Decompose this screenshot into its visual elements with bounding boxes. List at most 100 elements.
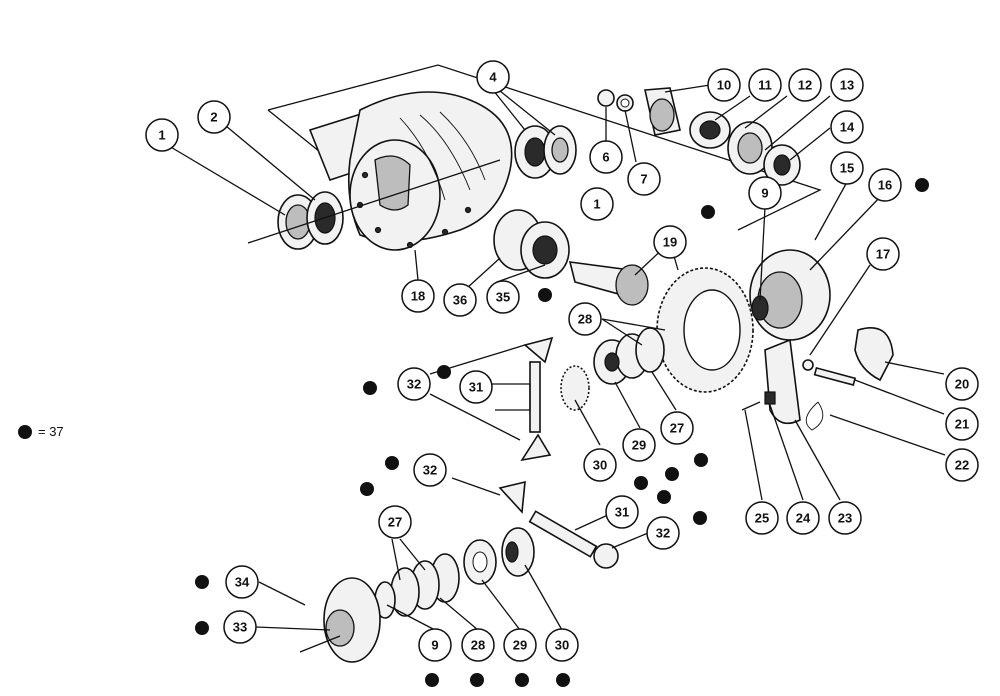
svg-text:2: 2: [210, 110, 217, 125]
callout-29b: 29: [503, 628, 537, 662]
svg-text:17: 17: [876, 247, 890, 262]
callout-34: 34: [225, 565, 259, 599]
svg-text:4: 4: [489, 70, 497, 85]
bearing-cup-cone-4: [514, 125, 577, 179]
drive-pinion-19: [568, 261, 649, 306]
marker-dot: [657, 490, 671, 504]
callout-22: 22: [945, 448, 979, 482]
callout-27b: 27: [378, 505, 412, 539]
marker-dot: [195, 621, 209, 635]
svg-text:22: 22: [955, 458, 969, 473]
callout-30: 30: [583, 448, 617, 482]
callout-36: 36: [443, 283, 477, 317]
svg-text:23: 23: [838, 511, 852, 526]
marker-dot: [470, 673, 484, 687]
side-gear-30-upper: [560, 365, 590, 411]
svg-text:9: 9: [761, 186, 768, 201]
marker-dot: [634, 476, 648, 490]
callout-20: 20: [945, 367, 979, 401]
callout-13: 13: [830, 68, 864, 102]
side-gear-30-lower: [501, 527, 535, 577]
callout-14: 14: [830, 110, 864, 144]
svg-text:24: 24: [796, 511, 811, 526]
marker-dot: [693, 511, 707, 525]
callout-16: 16: [868, 168, 902, 202]
svg-text:7: 7: [640, 172, 647, 187]
marker-dot: [363, 381, 377, 395]
marker-dot: [437, 365, 451, 379]
callout-1: 1: [145, 118, 179, 152]
marker-dot: [665, 467, 679, 481]
svg-text:9: 9: [431, 638, 438, 653]
callout-28b: 28: [461, 628, 495, 662]
svg-text:1: 1: [158, 128, 165, 143]
marker-dot: [556, 673, 570, 687]
svg-text:30: 30: [593, 458, 607, 473]
callout-7: 7: [627, 162, 661, 196]
marker-dot: [425, 673, 439, 687]
marker-dot: [538, 288, 552, 302]
callout-9b: 9: [418, 628, 452, 662]
svg-text:31: 31: [615, 505, 629, 520]
svg-text:16: 16: [878, 178, 892, 193]
differential-housing: [308, 91, 513, 251]
pinion-mates-upper: [520, 336, 554, 462]
svg-text:28: 28: [578, 312, 592, 327]
legend: = 37: [18, 424, 64, 439]
svg-text:18: 18: [411, 289, 425, 304]
callout-32: 32: [397, 367, 431, 401]
svg-text:15: 15: [840, 161, 854, 176]
callout-18: 18: [401, 279, 435, 313]
callout-10: 10: [707, 68, 741, 102]
svg-text:21: 21: [955, 417, 969, 432]
marker-dot: [701, 205, 715, 219]
svg-text:35: 35: [496, 290, 510, 305]
svg-text:27: 27: [670, 421, 684, 436]
callout-1b: 1: [580, 187, 614, 221]
leader-lines: [163, 84, 946, 631]
legend-text: = 37: [38, 424, 64, 439]
bearing-adjuster-left: [277, 191, 344, 250]
callout-11: 11: [748, 68, 782, 102]
ring-gear: [656, 267, 754, 393]
svg-text:27: 27: [388, 515, 402, 530]
svg-text:11: 11: [758, 78, 772, 93]
svg-text:33: 33: [233, 620, 247, 635]
pinion-mates-lower: [498, 480, 619, 569]
callout-6: 6: [589, 140, 623, 174]
svg-text:30: 30: [555, 638, 569, 653]
callout-25: 25: [745, 501, 779, 535]
svg-text:29: 29: [513, 638, 527, 653]
axis-line-1: [247, 159, 501, 244]
marker-dot: [694, 453, 708, 467]
svg-text:31: 31: [469, 380, 483, 395]
clutch-pack-lower: [374, 539, 497, 619]
callout-32c: 32: [646, 516, 680, 550]
svg-text:32: 32: [423, 463, 437, 478]
pinion-nut-washer-yoke: [597, 87, 801, 186]
legend-dot-icon: [18, 424, 32, 439]
callout-21: 21: [945, 407, 979, 441]
svg-text:34: 34: [235, 575, 250, 590]
svg-text:20: 20: [955, 377, 969, 392]
callout-28: 28: [568, 302, 602, 336]
callout-4: 4: [476, 60, 510, 94]
callout-29: 29: [622, 428, 656, 462]
callout-19: 19: [653, 225, 687, 259]
callout-9: 9: [748, 176, 782, 210]
svg-text:12: 12: [798, 78, 812, 93]
marker-dot: [385, 456, 399, 470]
callout-27: 27: [660, 411, 694, 445]
svg-text:6: 6: [602, 150, 609, 165]
callout-32b: 32: [413, 453, 447, 487]
marker-dot: [195, 575, 209, 589]
callout-23: 23: [828, 501, 862, 535]
bearing-caps: [741, 327, 894, 431]
svg-text:36: 36: [453, 293, 467, 308]
svg-text:13: 13: [840, 78, 854, 93]
svg-text:10: 10: [717, 78, 731, 93]
callout-31b: 31: [605, 495, 639, 529]
svg-text:32: 32: [407, 377, 421, 392]
